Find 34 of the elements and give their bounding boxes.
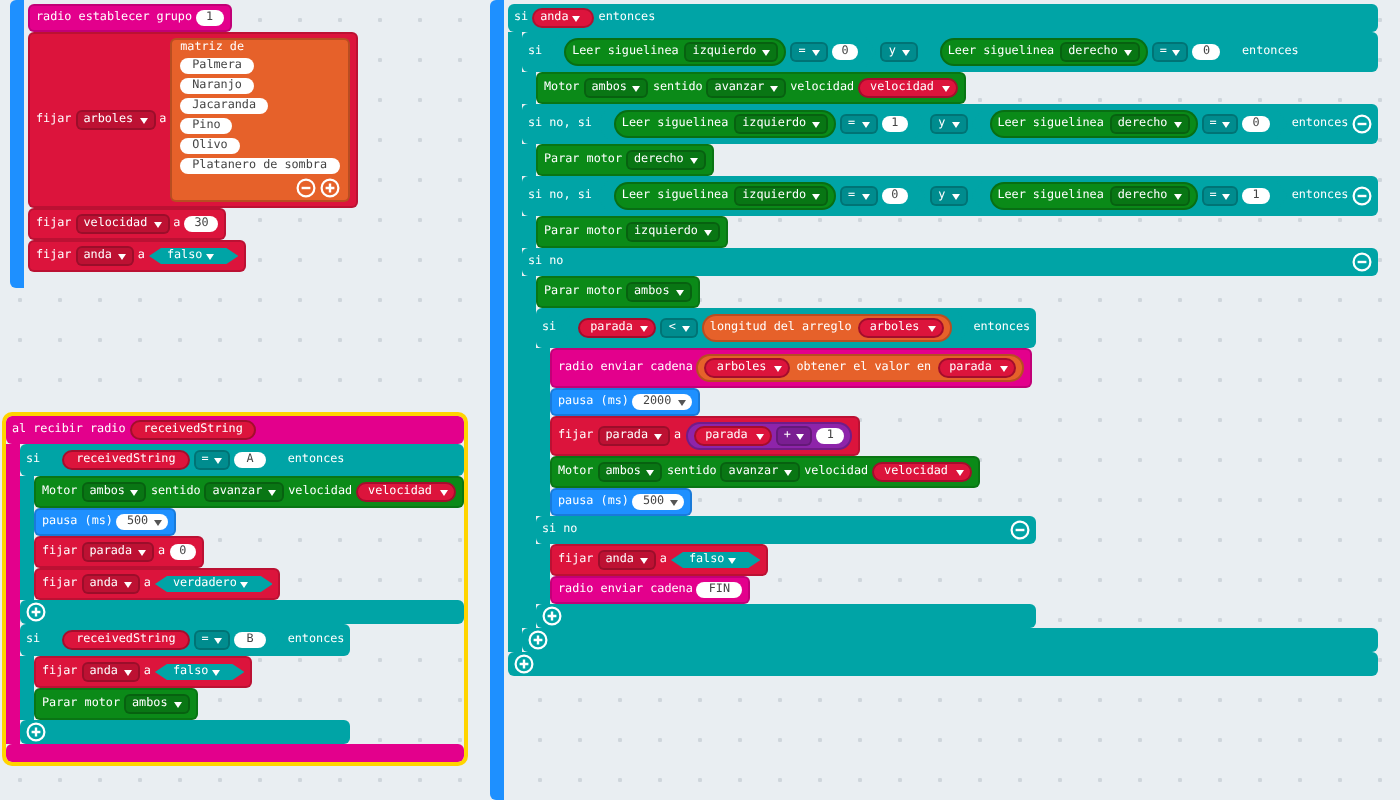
statement-block <box>550 488 693 516</box>
script-rail <box>10 0 357 288</box>
statement-block <box>536 72 966 104</box>
statement-block <box>34 656 253 688</box>
statement-block <box>28 240 247 272</box>
statement-block <box>550 576 751 604</box>
statement-block <box>34 568 281 600</box>
statement-block <box>28 32 357 208</box>
statement-block <box>34 688 198 720</box>
if-block <box>20 624 351 744</box>
statement-block <box>34 508 177 536</box>
statement-block <box>550 416 860 456</box>
statement-block <box>34 476 464 508</box>
statement-block <box>550 544 769 576</box>
statement-block <box>550 348 1032 388</box>
value-pill <box>532 8 595 28</box>
if-block <box>536 308 1037 628</box>
if-block <box>20 444 464 624</box>
statement-block <box>536 276 700 308</box>
event-block <box>6 416 464 762</box>
condition-block <box>154 576 273 592</box>
statement-block <box>550 388 700 416</box>
statement-block <box>550 456 980 488</box>
condition-block <box>154 664 245 680</box>
value-pill <box>685 422 852 450</box>
condition-block <box>670 552 761 568</box>
script-rail <box>490 0 1379 800</box>
statement-block <box>34 536 205 568</box>
statement-block <box>536 144 714 176</box>
condition-block <box>148 248 239 264</box>
statement-block <box>28 4 232 32</box>
statement-block <box>536 216 728 248</box>
array-block <box>170 38 349 202</box>
statement-block <box>28 208 227 240</box>
